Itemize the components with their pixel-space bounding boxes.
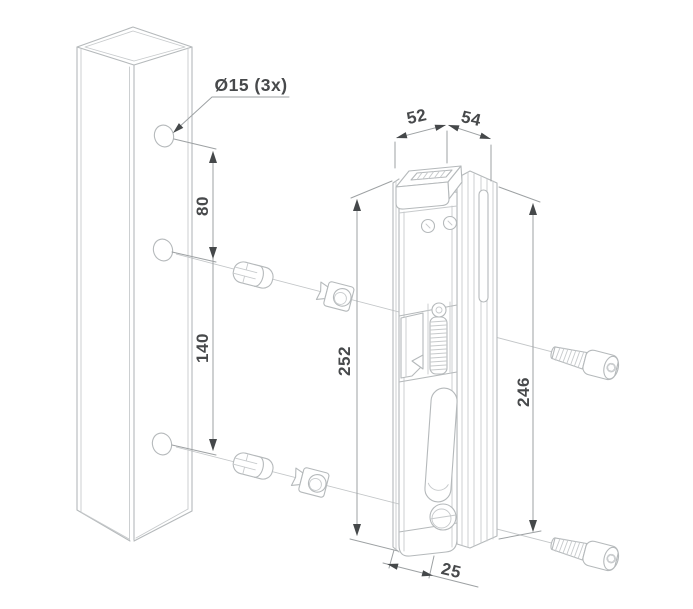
profile-slot <box>478 189 489 303</box>
gate-lock-body <box>392 165 498 557</box>
lock-top-cap <box>395 165 463 234</box>
expansion-plug-upper <box>232 261 274 289</box>
hex-socket-icon <box>607 554 616 563</box>
fixing-screw-upper <box>550 346 620 381</box>
square-post <box>76 26 193 542</box>
dimension-140-label: 140 <box>193 333 212 363</box>
dimension-lock-height-profile: 246 <box>498 186 542 540</box>
dimension-246-label: 246 <box>514 377 533 407</box>
lock-back-profile <box>456 170 498 549</box>
dimension-lock-height-front: 252 <box>335 180 399 552</box>
lock-lower-plate <box>424 387 458 531</box>
lock-left-side <box>392 178 400 553</box>
fixing-screw-lower <box>550 537 620 572</box>
keeper-adjuster-screw <box>431 302 447 318</box>
mounting-hole-middle <box>152 238 174 262</box>
dimension-25-label: 25 <box>439 559 463 582</box>
mounting-holes <box>151 124 175 456</box>
hex-socket-icon <box>607 363 616 372</box>
dimension-252-label: 252 <box>335 346 354 376</box>
expansion-plug-lower <box>232 452 274 480</box>
dimension-54-label: 54 <box>459 107 483 130</box>
dimension-lock-depth: 25 <box>382 549 479 588</box>
flanged-nut-lower <box>290 467 330 498</box>
mounting-hole-top <box>153 124 175 148</box>
flanged-nut-upper <box>315 281 355 312</box>
hole-callout: Ø15 (3x) <box>173 75 290 133</box>
mounting-hole-bottom <box>151 432 173 456</box>
dimension-lock-widths: 52 54 <box>394 105 492 182</box>
dimension-hole-spacing: 80 140 <box>171 138 217 456</box>
dimension-80-label: 80 <box>193 196 212 216</box>
hole-callout-label: Ø15 (3x) <box>214 75 287 95</box>
elongated-slot <box>424 387 458 503</box>
dimension-52-label: 52 <box>405 105 429 128</box>
callout-arrow <box>173 123 184 133</box>
latch-keeper-mechanism <box>398 301 458 383</box>
